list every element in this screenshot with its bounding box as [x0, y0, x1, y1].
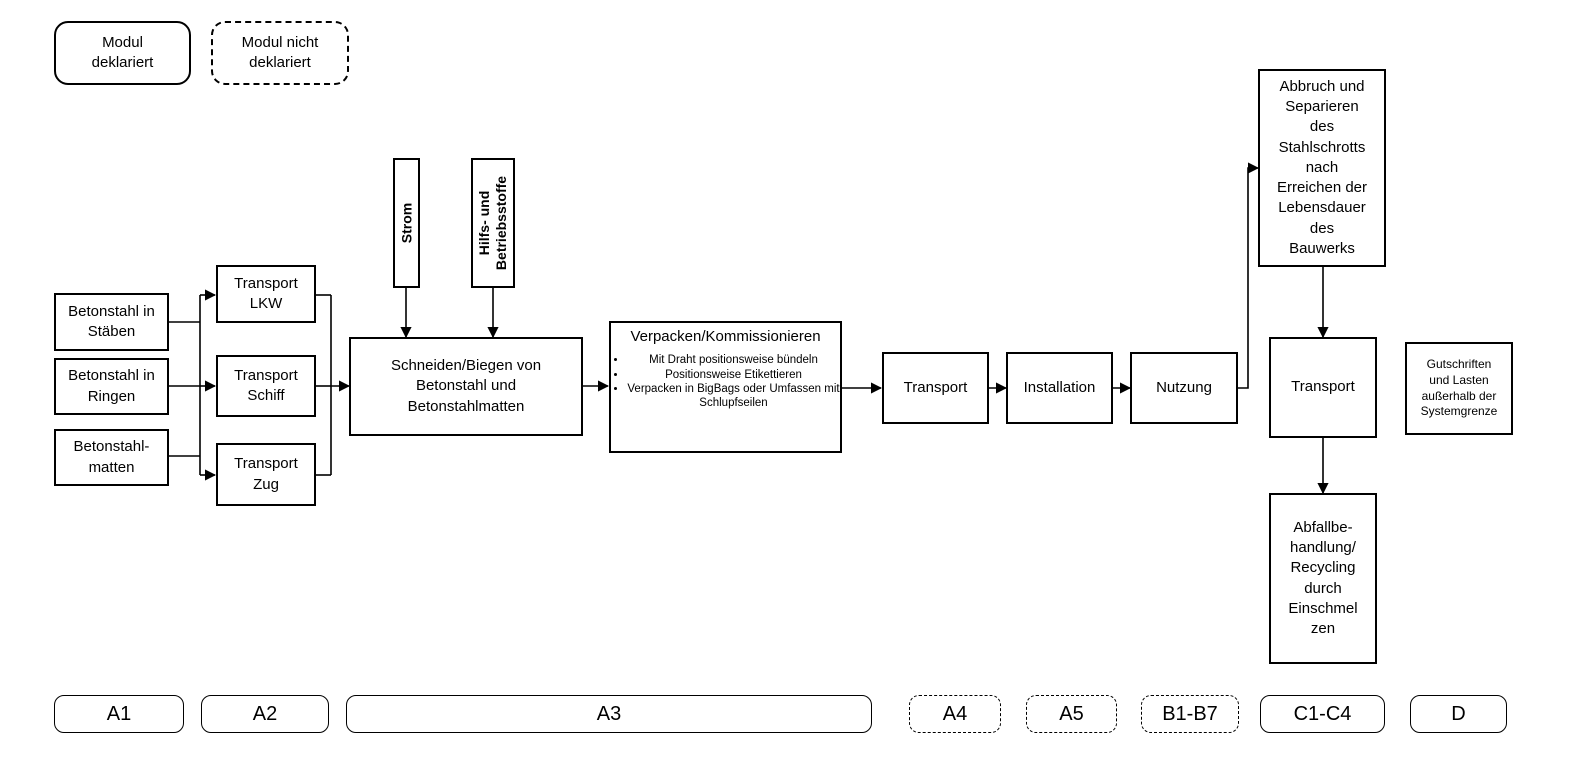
- node-label: Abfallbe- handlung/ Recycling durch Eins…: [1288, 518, 1358, 637]
- node-label: Gutschriften und Lasten außerhalb der Sy…: [1420, 357, 1498, 419]
- node-betonstahl-staeben: Betonstahl in Stäben: [54, 293, 169, 351]
- node-verpacken: Verpacken/Kommissionieren Mit Draht posi…: [609, 321, 842, 453]
- node-installation: Installation: [1006, 352, 1113, 424]
- module-a3: A3: [346, 695, 872, 733]
- module-a1: A1: [54, 695, 184, 733]
- module-b1-b7: B1-B7: [1141, 695, 1239, 733]
- node-label: Hilfs- und Betriebsstoffe: [476, 175, 509, 271]
- module-d: D: [1410, 695, 1507, 733]
- module-label: A4: [942, 702, 968, 725]
- module-label: B1-B7: [1162, 702, 1218, 725]
- node-schneiden: Schneiden/Biegen von Betonstahl und Beto…: [349, 337, 583, 436]
- module-a2: A2: [201, 695, 329, 733]
- node-nutzung: Nutzung: [1130, 352, 1238, 424]
- node-label: Betonstahl- matten: [73, 438, 150, 476]
- node-abbruch: Abbruch und Separieren des Stahlschrotts…: [1258, 69, 1386, 267]
- module-label: D: [1451, 702, 1466, 725]
- module-label: C1-C4: [1293, 702, 1352, 725]
- verpacken-list: Mit Draht positionsweise bündeln Positio…: [611, 353, 840, 411]
- node-label: Transport Schiff: [234, 366, 298, 404]
- module-label: A1: [106, 702, 132, 725]
- node-label: Transport Zug: [234, 455, 298, 493]
- node-betonstahl-ringen: Betonstahl in Ringen: [54, 358, 169, 415]
- legend-declared-label: Modul deklariert: [91, 33, 154, 71]
- node-label: Transport: [1291, 378, 1355, 396]
- node-label: Betonstahl in Ringen: [68, 367, 155, 405]
- node-gutschriften: Gutschriften und Lasten außerhalb der Sy…: [1405, 342, 1513, 435]
- node-label: Abbruch und Separieren des Stahlschrotts…: [1276, 77, 1368, 257]
- legend-declared: Modul deklariert: [54, 21, 191, 85]
- node-strom: Strom: [393, 158, 420, 288]
- node-label: Verpacken/Kommissionieren: [630, 328, 821, 345]
- arrow-to-abbruch: [1238, 162, 1260, 389]
- node-transport-a4: Transport: [882, 352, 989, 424]
- module-label: A2: [252, 702, 278, 725]
- list-item: Positionsweise Etikettieren: [627, 368, 840, 382]
- node-label: Nutzung: [1156, 378, 1212, 396]
- node-transport-schiff: Transport Schiff: [216, 355, 316, 417]
- legend-not-declared: Modul nicht deklariert: [211, 21, 349, 85]
- node-label: Installation: [1023, 378, 1096, 396]
- node-label: Transport: [903, 378, 968, 396]
- node-hilfsstoffe: Hilfs- und Betriebsstoffe: [471, 158, 515, 288]
- node-transport-lkw: Transport LKW: [216, 265, 316, 323]
- node-label: Strom: [398, 202, 415, 244]
- module-label: A5: [1059, 702, 1084, 725]
- node-abfall: Abfallbe- handlung/ Recycling durch Eins…: [1269, 493, 1377, 664]
- node-transport-zug: Transport Zug: [216, 443, 316, 506]
- module-c1-c4: C1-C4: [1260, 695, 1385, 733]
- node-transport-c: Transport: [1269, 337, 1377, 438]
- module-label: A3: [596, 702, 622, 725]
- module-a4: A4: [909, 695, 1001, 733]
- node-label: Transport LKW: [234, 274, 298, 312]
- list-item: Mit Draht positionsweise bündeln: [627, 353, 840, 367]
- node-label: Schneiden/Biegen von Betonstahl und Beto…: [390, 357, 542, 415]
- node-betonstahlmatten: Betonstahl- matten: [54, 429, 169, 486]
- list-item: Verpacken in BigBags oder Umfassen mit S…: [627, 382, 840, 411]
- module-a5: A5: [1026, 695, 1117, 733]
- node-label: Betonstahl in Stäben: [68, 302, 155, 340]
- legend-not-declared-label: Modul nicht deklariert: [241, 33, 319, 71]
